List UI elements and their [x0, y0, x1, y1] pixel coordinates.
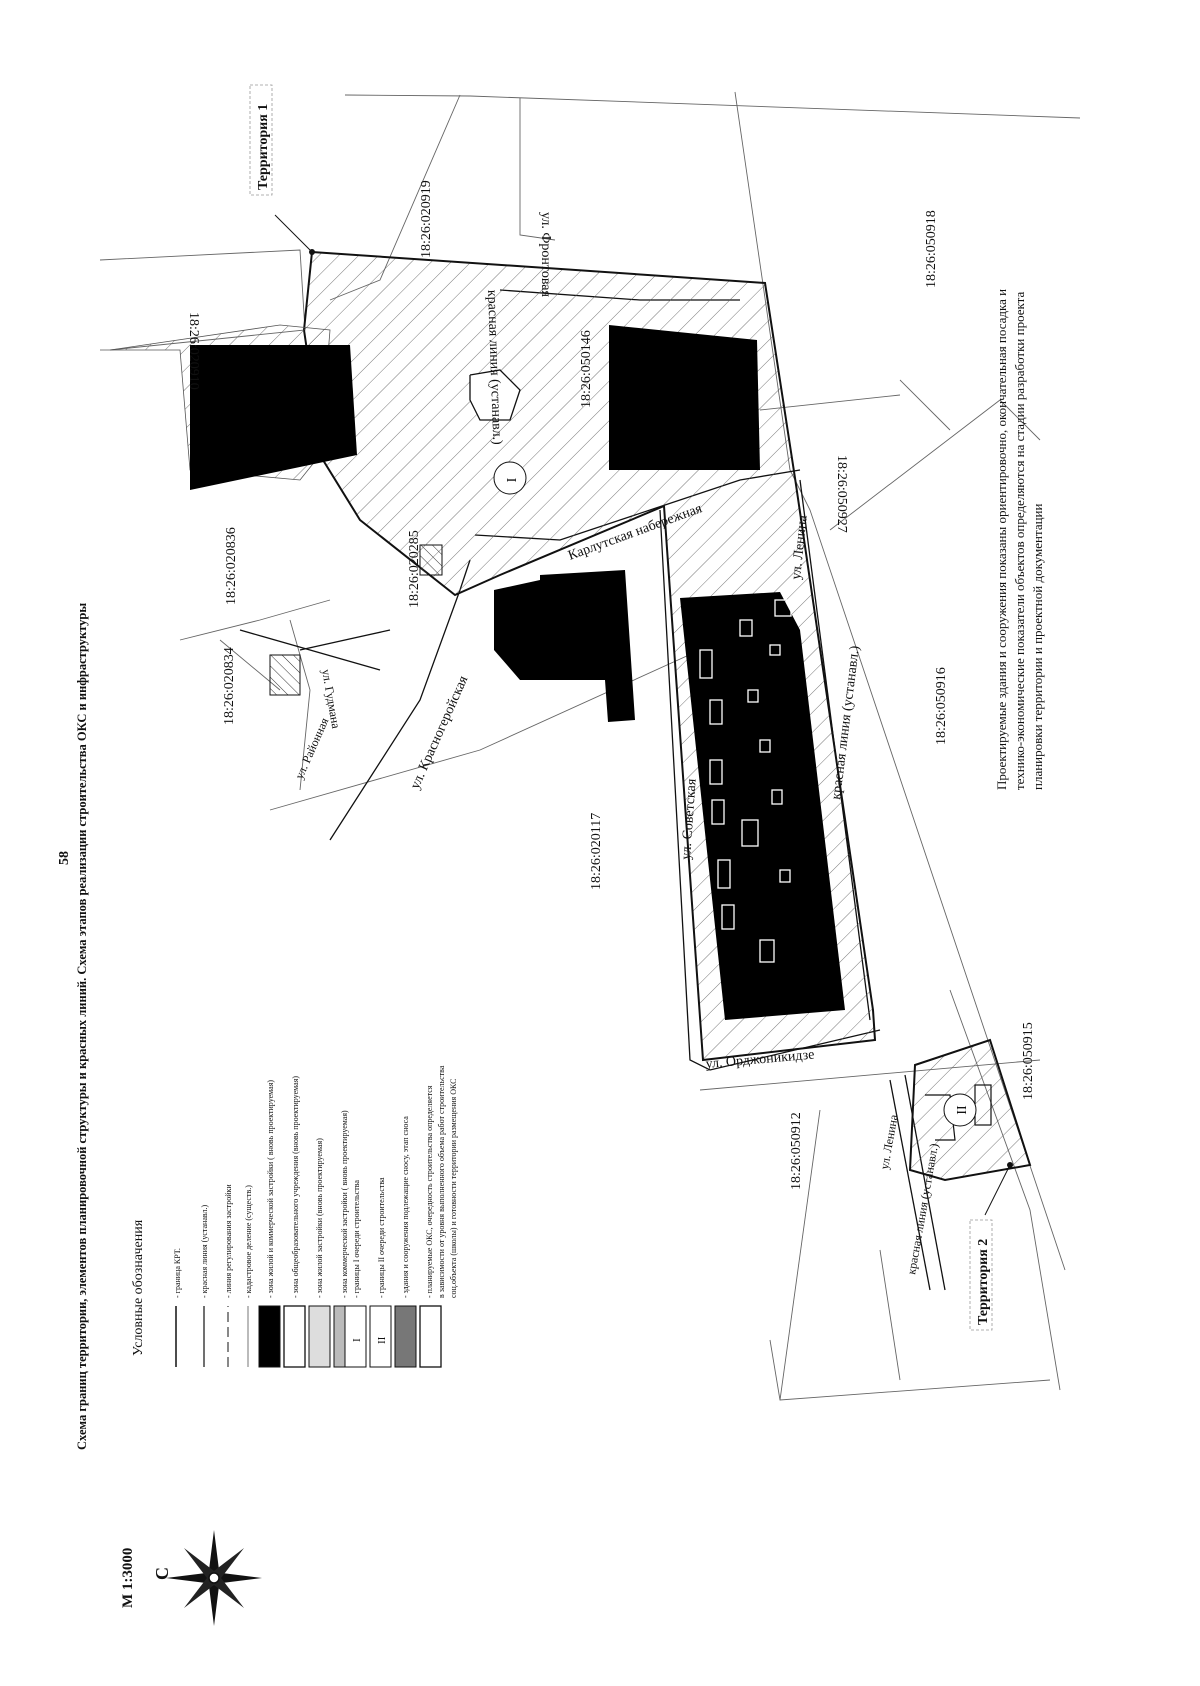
map-area: I II	[99, 91, 1081, 1401]
legend-label-7: - зона жилой застройки (вновь проектируе…	[315, 1138, 324, 1298]
territory-2-label: Территория 2	[976, 1239, 991, 1325]
legend-label-9: - границы I очереди строительства	[352, 1180, 361, 1298]
cadastral-020836: 18:26:020836	[224, 527, 239, 605]
legend-label-4: - кадастровое деление (существ.)	[244, 1185, 253, 1298]
legend-stage-1-symbol: I	[351, 1338, 363, 1342]
legend-label-5: - зона жилой и коммерческой застройки ( …	[266, 1080, 275, 1298]
red-line-lenina: красная линия (устанавл.)	[829, 645, 863, 801]
legend-label-1: - граница КРТ.	[173, 1248, 182, 1298]
cadastral-050918: 18:26:050918	[924, 210, 939, 288]
street-krasnogeroyskaya: ул. Красногеройская	[408, 673, 472, 791]
legend-label-3: - линия регулирования застройки	[224, 1184, 233, 1298]
cadastral-020117: 18:26:020117	[589, 813, 604, 890]
legend: I II	[175, 1305, 442, 1368]
stage-2-marker	[943, 1093, 977, 1127]
legend-stage-2-symbol: II	[376, 1336, 388, 1344]
scale-label: М 1:3000	[120, 1548, 136, 1608]
legend-label-10: - границы II очереди строительства	[377, 1177, 386, 1298]
residential-zone-sovetskaya	[680, 592, 845, 1020]
stage-2-label: II	[955, 1105, 970, 1115]
note-line-3: планировки территории и проектной докуме…	[1030, 503, 1045, 790]
stage-1-label: I	[505, 477, 520, 482]
residential-commercial-zone-top	[190, 345, 357, 490]
cadastral-020919: 18:26:020919	[419, 180, 434, 258]
residential-commercial-zone-east	[609, 325, 760, 470]
territory-1-label: Территория 1	[256, 104, 271, 190]
street-lenina-top: ул. Ленина	[789, 514, 811, 581]
cadastral-050927: 18:26:050927	[834, 455, 849, 533]
street-frontovaya: ул. Фронтовая	[538, 212, 553, 297]
legend-label-2: - красная линия (устанавл.)	[200, 1204, 209, 1298]
cadastral-020834: 18:26:020834	[222, 647, 237, 725]
page-number: 58	[57, 851, 72, 865]
cadastral-050916: 18:26:050916	[934, 667, 949, 745]
legend-label-12: - планируемые ОКС, очередность строитель…	[425, 1085, 434, 1298]
compass-rose-icon	[166, 1530, 262, 1626]
legend-label-6: - зона общеобразовательного учреждения (…	[291, 1076, 300, 1298]
north-label: С	[152, 1567, 172, 1580]
cadastral-050912: 18:26:050912	[789, 1112, 804, 1190]
stage-1-marker	[493, 461, 527, 495]
legend-label-11: - здания и сооружения подлежащие сносу, …	[401, 1116, 410, 1298]
street-sovetskaya: ул. Советская	[679, 778, 700, 861]
cadastral-020910: 18:26:020910	[186, 312, 201, 390]
note-line-2: технико-экономические показатели объекто…	[1012, 291, 1027, 790]
residential-commercial-zone-mid	[494, 570, 635, 722]
legend-label-12b: в зависимости от уровня выполненного объ…	[437, 1065, 446, 1298]
legend-label-12c: соц.объекта (школы) и готовности террито…	[449, 1079, 458, 1298]
legend-label-8: - зона коммерческой застройки ( вновь пр…	[340, 1110, 349, 1298]
legend-title: Условные обозначения	[131, 1219, 146, 1356]
cadastral-050915: 18:26:050915	[1021, 1022, 1036, 1100]
cadastral-050146: 18:26:050146	[579, 330, 594, 408]
page-title: Схема границ территории, элементов плани…	[75, 603, 89, 1450]
street-raionnaya: ул. Районная	[292, 715, 332, 781]
street-lenina-bottom: ул. Ленина	[877, 1113, 901, 1171]
cadastral-020285: 18:26:020285	[407, 530, 422, 608]
red-line-top: красная линия (устанавл.)	[484, 290, 504, 446]
note-line-1: Проектируемые здания и сооружения показа…	[994, 289, 1009, 790]
